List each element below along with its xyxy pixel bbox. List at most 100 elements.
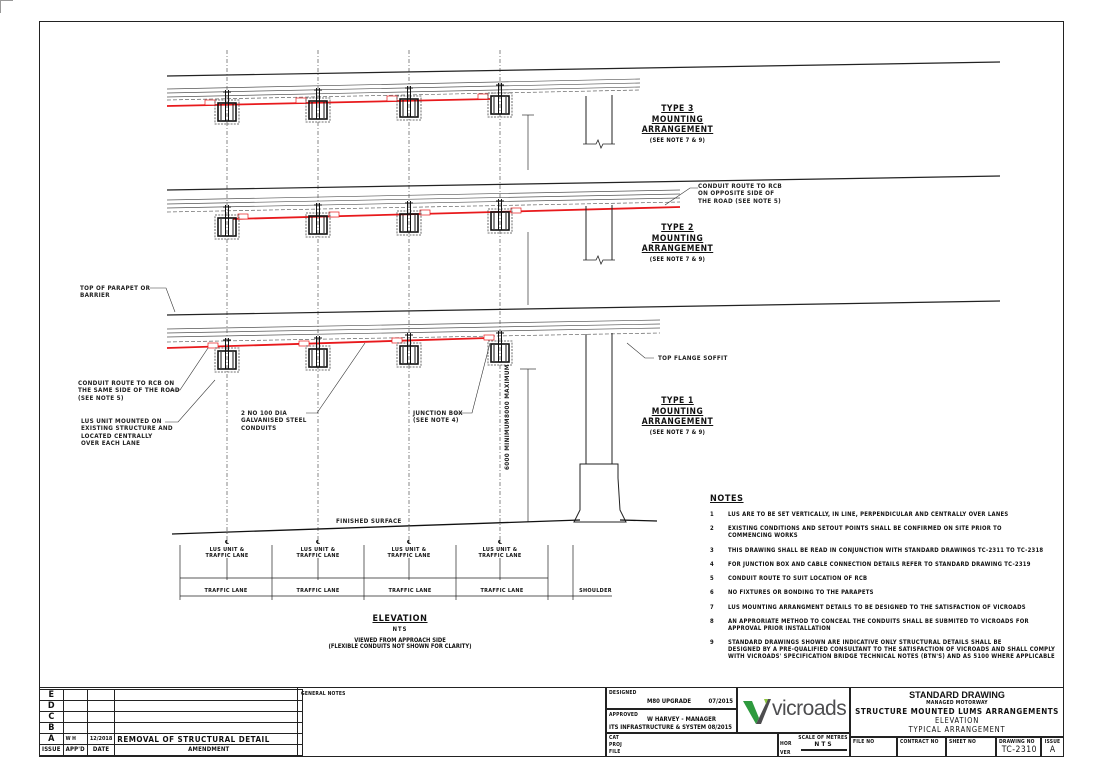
note-text: STANDARD DRAWINGS SHOWN ARE INDICATIVE O… (728, 640, 1056, 661)
type3-subheading: MOUNTING ARRANGEMENT (641, 115, 714, 135)
notes-heading: NOTES (710, 494, 744, 504)
approved-box: APPROVED W HARVEY - MANAGER ITS INFRASTR… (606, 709, 737, 733)
cat-label: CAT (609, 735, 620, 741)
callout-conduit-opposite: CONDUIT ROUTE TO RCB ON OPPOSITE SIDE OF… (698, 183, 782, 205)
type3-title: TYPE 3 MOUNTING ARRANGEMENT (SEE NOTE 7 … (615, 104, 740, 144)
ver-label: VER (780, 750, 791, 756)
centreline-symbol: ℄ (406, 540, 412, 546)
rev-header-appd: APP'D (62, 744, 88, 756)
type3-note-ref: (SEE NOTE 7 & 9) (649, 138, 706, 144)
rev-appd (62, 711, 88, 723)
file-label: FILE (609, 749, 621, 755)
note-number: 4 (710, 561, 714, 568)
file-no-box: FILE NO (850, 737, 897, 757)
rev-issue: A (39, 733, 64, 745)
hor-label: HOR (780, 741, 792, 747)
note-number: 5 (710, 576, 714, 583)
clearance-max: 8000 MAXIMUM (504, 364, 511, 418)
type1-subheading: MOUNTING ARRANGEMENT (641, 407, 714, 427)
callout-top-parapet: TOP OF PARAPET OR BARRIER (80, 285, 151, 300)
rev-issue: B (39, 722, 64, 734)
lane-centre-label: LUS UNIT & TRAFFIC LANE (478, 547, 522, 559)
centreline-symbol: ℄ (315, 540, 321, 546)
elevation-scale: NTS (392, 627, 408, 633)
rev-issue: D (39, 700, 64, 712)
rev-amendment (114, 700, 304, 712)
general-notes-label: GENERAL NOTES (301, 691, 346, 697)
note-number: 2 (710, 526, 714, 533)
file-no-label: FILE NO (853, 739, 875, 745)
type1-title: TYPE 1 MOUNTING ARRANGEMENT (SEE NOTE 7 … (615, 396, 740, 436)
rev-appd (62, 689, 88, 701)
lane-centre-label: LUS UNIT & TRAFFIC LANE (387, 547, 431, 559)
rev-amendment (114, 711, 304, 723)
note-item: 6 NO FIXTURES OR BONDING TO THE PARAPETS (710, 590, 1060, 597)
rev-issue: E (39, 689, 64, 701)
rev-date (86, 700, 116, 712)
note-item: 5 CONDUIT ROUTE TO SUIT LOCATION OF RCB (710, 576, 1060, 583)
rev-appd: W H (62, 733, 88, 745)
type3-heading: TYPE 3 (661, 104, 694, 114)
contract-no-label: CONTRACT NO (900, 739, 939, 745)
rev-date (86, 711, 116, 723)
drawing-category: MANAGED MOTORWAY (926, 700, 988, 706)
elevation-note-1: VIEWED FROM APPROACH SIDE (354, 638, 446, 644)
centreline-symbol: ℄ (224, 540, 230, 546)
lane-centre-label: LUS UNIT & TRAFFIC LANE (296, 547, 340, 559)
note-number: 8 (710, 619, 714, 626)
sheet-corner-mark (0, 0, 13, 13)
note-text: CONDUIT ROUTE TO SUIT LOCATION OF RCB (728, 576, 868, 583)
lane-centrelines (226, 50, 501, 545)
drawing-number: TC-2310 (1001, 745, 1037, 755)
lane-centre-label: LUS UNIT & TRAFFIC LANE (205, 547, 249, 559)
issue-label: ISSUE (1044, 739, 1061, 745)
clearance-min: 6000 MINIMUM (504, 418, 511, 470)
type2-heading: TYPE 2 (661, 223, 694, 233)
note-number: 6 (710, 590, 714, 597)
type1-note-ref: (SEE NOTE 7 & 9) (649, 430, 706, 436)
vicroads-logo-icon (743, 699, 771, 724)
callout-lus-unit: LUS UNIT MOUNTED ON EXISTING STRUCTURE A… (81, 418, 173, 448)
issue-box: ISSUE A (1041, 737, 1064, 757)
cat-proj-file-box: CAT PROJ FILE (606, 733, 778, 757)
note-text: NO FIXTURES OR BONDING TO THE PARAPETS (728, 590, 874, 597)
elevation-heading: ELEVATION (372, 614, 428, 624)
type1-structure (150, 287, 1001, 523)
rev-date (86, 722, 116, 734)
rev-header-date: DATE (86, 744, 116, 756)
contract-no-box: CONTRACT NO (897, 737, 946, 757)
designed-value: M80 UPGRADE (647, 698, 692, 705)
rev-date: 12/2018 (86, 733, 116, 745)
drawing-no-box: DRAWING NO TC-2310 (996, 737, 1041, 757)
rev-issue: C (39, 711, 64, 723)
callout-junction-box: JUNCTION BOX (SEE NOTE 4) (413, 410, 463, 425)
standard-drawing-label: STANDARD DRAWING (909, 690, 1005, 700)
rev-header-amendment: AMENDMENT (114, 744, 304, 756)
note-item: 4 FOR JUNCTION BOX AND CABLE CONNECTION D… (710, 562, 1060, 569)
sheet-no-box: SHEET NO (946, 737, 996, 757)
type2-note-ref: (SEE NOTE 7 & 9) (649, 257, 706, 263)
type1-heading: TYPE 1 (661, 396, 694, 406)
approved-name: W HARVEY - MANAGER (647, 716, 716, 723)
designed-box: DESIGNED M80 UPGRADE 07/2015 (606, 687, 737, 709)
sheet-no-label: SHEET NO (949, 739, 976, 745)
type2-title: TYPE 2 MOUNTING ARRANGEMENT (SEE NOTE 7 … (615, 223, 740, 263)
lane-label: TRAFFIC LANE (388, 588, 432, 594)
note-number: 7 (710, 604, 714, 611)
centreline-symbol: ℄ (497, 540, 503, 546)
designed-label: DESIGNED (609, 690, 637, 696)
note-text: FOR JUNCTION BOX AND CABLE CONNECTION DE… (728, 561, 1031, 568)
lane-dimensions (179, 545, 612, 600)
note-text: EXISTING CONDITIONS AND SETOUT POINTS SH… (728, 526, 1002, 540)
finished-surface-label: FINISHED SURFACE (336, 518, 402, 525)
type2-structure (166, 175, 1001, 265)
approved-label: APPROVED (609, 712, 639, 718)
